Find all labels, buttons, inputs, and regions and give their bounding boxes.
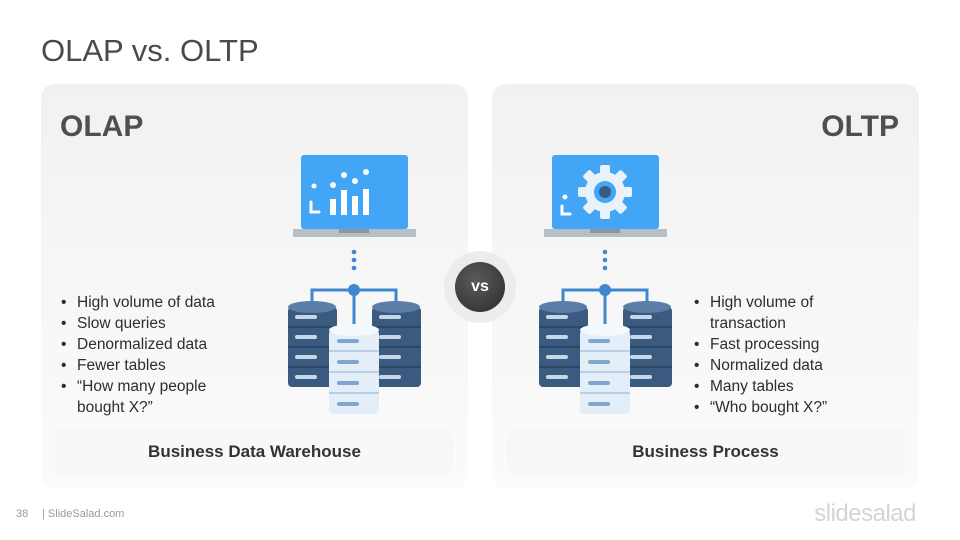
oltp-footer-label: Business Process: [510, 431, 901, 473]
oltp-bullet-list: High volume of transaction Fast processi…: [692, 292, 842, 418]
gear-laptop-icon: [544, 155, 667, 237]
database-icon: [623, 301, 672, 387]
list-item: High volume of data: [59, 292, 249, 313]
list-item: High volume of transaction: [692, 292, 842, 334]
business-process-illustration: [539, 155, 672, 414]
database-icon: [539, 301, 588, 387]
list-item: Normalized data: [692, 355, 842, 376]
list-item: Denormalized data: [59, 334, 249, 355]
database-icon: [329, 324, 379, 414]
list-item: “How many people bought X?”: [59, 376, 249, 418]
database-icon: [580, 324, 630, 414]
list-item: Fewer tables: [59, 355, 249, 376]
olap-footer-label: Business Data Warehouse: [59, 431, 450, 473]
oltp-heading: OLTP: [821, 110, 899, 143]
database-icon: [372, 301, 421, 387]
list-item: Many tables: [692, 376, 842, 397]
brand-logo: slidesalad: [814, 500, 916, 527]
list-item: “Who bought X?”: [692, 397, 842, 418]
oltp-panel: OLTP: [492, 84, 919, 489]
vs-label: vs: [455, 262, 505, 312]
olap-panel: OLAP: [41, 84, 468, 489]
chart-laptop-icon: [293, 155, 416, 237]
olap-heading: OLAP: [60, 110, 144, 143]
site-label: | SlideSalad.com: [42, 508, 125, 520]
slide-title: OLAP vs. OLTP: [41, 33, 259, 68]
olap-bullet-list: High volume of data Slow queries Denorma…: [59, 292, 249, 418]
list-item: Slow queries: [59, 313, 249, 334]
data-warehouse-illustration: [288, 155, 421, 414]
list-item: Fast processing: [692, 334, 842, 355]
page-number: 38: [16, 508, 29, 520]
vs-badge: vs: [444, 251, 516, 323]
database-icon: [288, 301, 337, 387]
